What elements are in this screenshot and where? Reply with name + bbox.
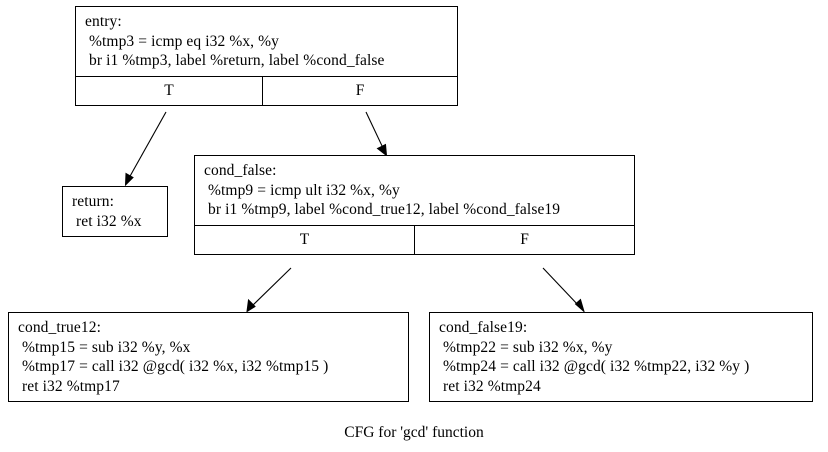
node-cond-false-line-1: %tmp9 = icmp ult i32 %x, %y [208, 181, 400, 199]
node-cond-false-line-2: br i1 %tmp9, label %cond_true12, label %… [208, 201, 561, 218]
node-cond-false-port-true[interactable]: T [299, 230, 310, 248]
cfg-node-entry[interactable]: entry: %tmp3 = icmp eq i32 %x, %y br i1 … [75, 6, 458, 106]
node-cond-false19-line-2: %tmp24 = call i32 @gcd( i32 %tmp22, i32 … [443, 358, 750, 375]
cfg-node-return[interactable]: return: ret i32 %x [62, 186, 168, 237]
node-entry-line-1: %tmp3 = icmp eq i32 %x, %y [89, 32, 279, 50]
node-entry-port-false[interactable]: F [355, 81, 365, 99]
node-cond-true12-line-2: %tmp17 = call i32 @gcd( i32 %x, i32 %tmp… [22, 358, 329, 375]
cfg-node-cond-false19[interactable]: cond_false19: %tmp22 = sub i32 %x, %y %t… [429, 312, 813, 402]
edge-cond-false-false-to-cond-false19 [542, 267, 585, 314]
node-cond-false19-line-3: ret i32 %tmp24 [443, 377, 541, 395]
cfg-node-cond-false[interactable]: cond_false: %tmp9 = icmp ult i32 %x, %y … [194, 155, 635, 255]
node-entry-line-0: entry: [85, 13, 122, 30]
node-entry-port-divider [262, 76, 263, 105]
node-return-body: return: ret i32 %x [63, 187, 167, 236]
edge-cond-false-true-to-cond-true12 [246, 267, 292, 313]
node-cond-false-port-false[interactable]: F [520, 230, 529, 248]
node-cond-false19-line-1: %tmp22 = sub i32 %x, %y [443, 338, 613, 356]
cfg-node-cond-true12[interactable]: cond_true12: %tmp15 = sub i32 %y, %x %tm… [8, 312, 409, 402]
node-cond-false-port-divider [414, 225, 415, 254]
edge-entry-false-to-cond-false [365, 111, 388, 157]
node-cond-false-line-0: cond_false: [204, 162, 277, 179]
node-cond-true12-body: cond_true12: %tmp15 = sub i32 %y, %x %tm… [9, 313, 408, 401]
node-cond-true12-line-1: %tmp15 = sub i32 %y, %x [22, 338, 191, 356]
node-cond-false-body: cond_false: %tmp9 = icmp ult i32 %x, %y … [195, 156, 634, 225]
edge-entry-true-to-return [124, 111, 167, 187]
node-cond-false19-line-0: cond_false19: [439, 319, 528, 336]
node-entry-body: entry: %tmp3 = icmp eq i32 %x, %y br i1 … [76, 7, 457, 76]
node-entry-line-2: br i1 %tmp3, label %return, label %cond_… [89, 52, 385, 69]
node-entry-port-row: T F [76, 75, 457, 105]
node-cond-false19-body: cond_false19: %tmp22 = sub i32 %x, %y %t… [430, 313, 812, 401]
node-return-line-0: return: [72, 193, 115, 210]
node-cond-true12-line-3: ret i32 %tmp17 [22, 377, 120, 395]
diagram-caption: CFG for 'gcd' function [344, 424, 484, 441]
node-entry-port-true[interactable]: T [164, 81, 174, 99]
node-return-line-1: ret i32 %x [76, 212, 142, 230]
node-cond-false-port-row: T F [195, 224, 634, 254]
node-cond-true12-line-0: cond_true12: [18, 319, 101, 336]
